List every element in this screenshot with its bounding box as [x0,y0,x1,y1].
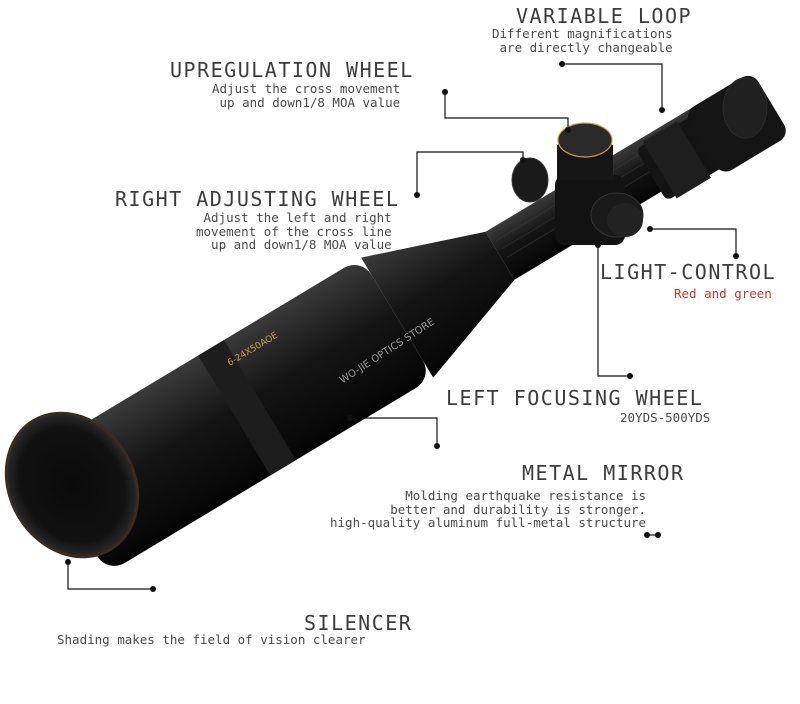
metal-mirror-desc: Molding earthquake resistance is better … [330,488,647,530]
light-control-title: LIGHT-CONTROL [600,260,777,284]
light-control-desc: Red and green [674,286,772,301]
metal-mirror-title: METAL MIRROR [522,461,685,485]
right-adjusting-wheel-title: RIGHT ADJUSTING WHEEL [115,187,400,211]
silencer-desc: Shading makes the field of vision cleare… [57,632,366,647]
upregulation-wheel-title: UPREGULATION WHEEL [170,58,414,82]
right-adjusting-wheel-desc: Adjust the left and right movement of th… [196,210,392,252]
left-focusing-wheel-desc: 20YDS-500YDS [620,410,711,425]
eyepiece [722,77,768,139]
variable-loop-title: VARIABLE LOOP [516,4,693,28]
variable-loop-desc: Different magnifications are directly ch… [492,26,673,55]
objective-lens [4,411,140,559]
side-focus-wheel [511,157,549,203]
left-focusing-wheel-title: LEFT FOCUSING WHEEL [446,386,704,410]
upregulation-wheel-desc: Adjust the cross movement up and down1/8… [212,81,401,110]
silencer-title: SILENCER [304,611,413,635]
